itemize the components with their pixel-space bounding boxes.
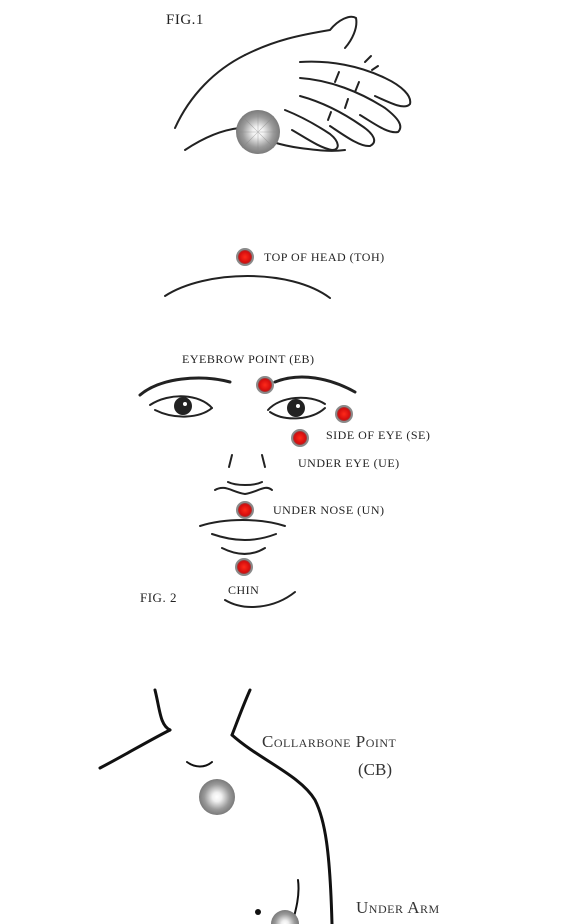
collarbone-point-marker bbox=[199, 779, 235, 815]
label-collarbone-point: Collarbone Point bbox=[262, 732, 396, 752]
label-under-arm: Under Arm bbox=[356, 898, 440, 918]
label-collarbone-abbrev: (CB) bbox=[358, 760, 392, 780]
